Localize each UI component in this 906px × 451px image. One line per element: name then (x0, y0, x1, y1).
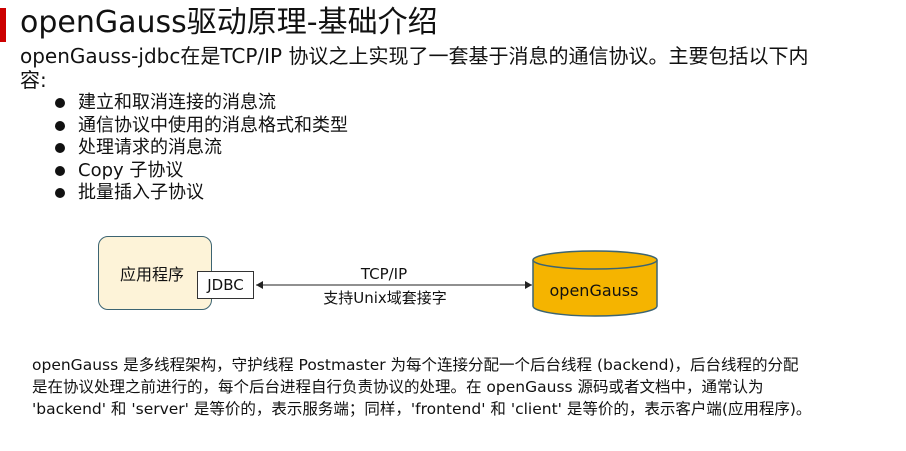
jdbc-box: JDBC (197, 271, 254, 299)
intro-text: openGauss-jdbc在是TCP/IP 协议之上实现了一套基于消息的通信协… (20, 44, 809, 92)
jdbc-label: JDBC (207, 276, 244, 294)
list-item: Copy 子协议 (50, 160, 348, 183)
list-item: 批量插入子协议 (50, 182, 348, 205)
slide-title: openGauss驱动原理-基础介绍 (20, 5, 438, 40)
feature-list: 建立和取消连接的消息流 通信协议中使用的消息格式和类型 处理请求的消息流 Cop… (50, 92, 348, 205)
title-accent-bar (0, 8, 6, 42)
database-cylinder-icon (532, 250, 658, 317)
application-label: 应用程序 (120, 265, 185, 284)
description-paragraph: openGauss 是多线程架构，守护线程 Postmaster 为每个连接分配… (32, 356, 812, 418)
socket-label: 支持Unix域套接字 (323, 289, 447, 307)
protocol-label: TCP/IP (360, 265, 408, 283)
list-item: 处理请求的消息流 (50, 137, 348, 160)
database-label: openGauss (549, 281, 639, 300)
list-item: 建立和取消连接的消息流 (50, 92, 348, 115)
arrowhead-left (256, 281, 263, 289)
arrowhead-right (525, 281, 532, 289)
list-item: 通信协议中使用的消息格式和类型 (50, 115, 348, 138)
